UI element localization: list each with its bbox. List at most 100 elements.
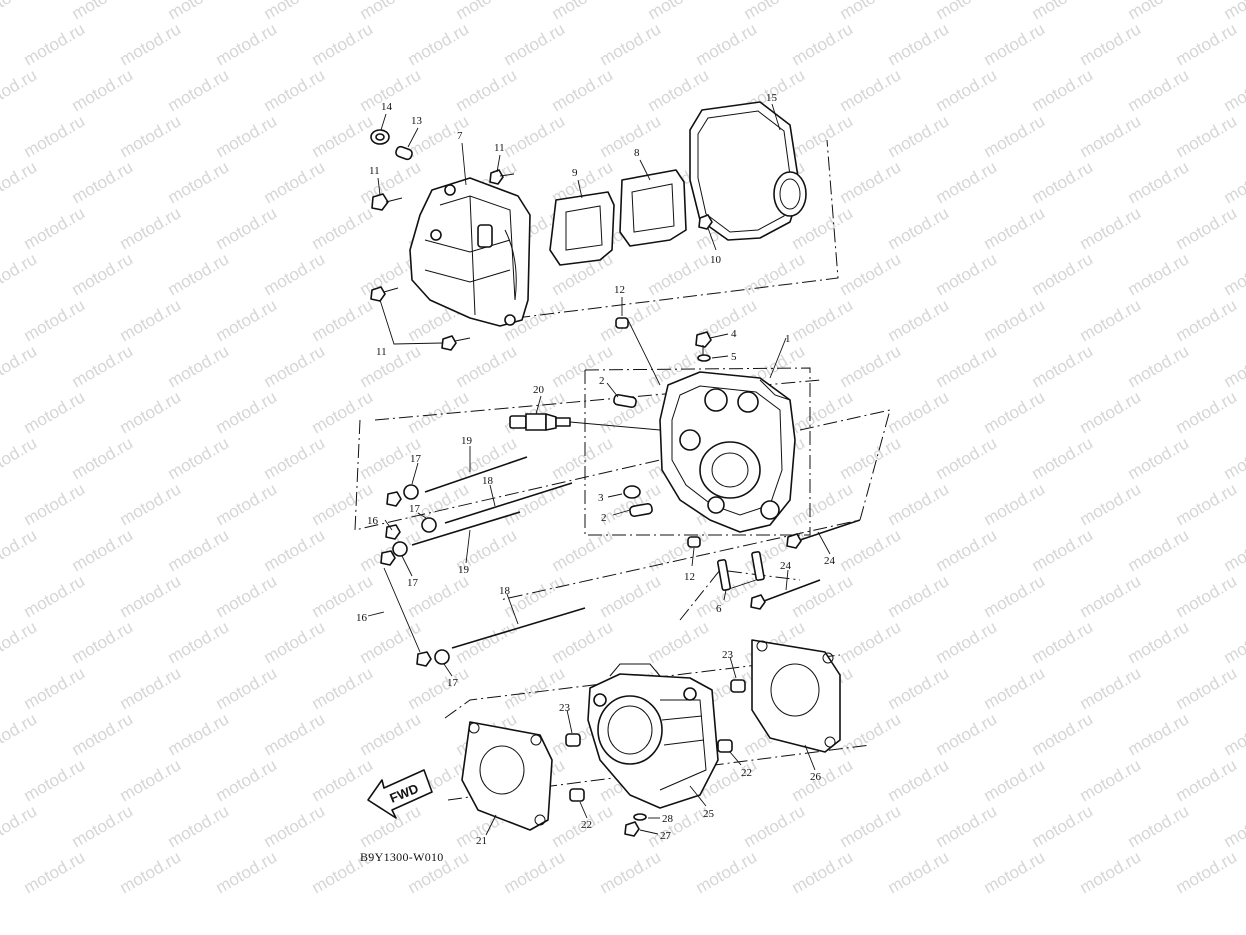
watermark-text: motod.ru — [165, 433, 233, 483]
watermark-text: motod.ru — [309, 755, 377, 805]
watermark-text: motod.ru — [453, 617, 521, 667]
watermark-text: motod.ru — [981, 111, 1049, 161]
watermark-text: motod.ru — [213, 387, 281, 437]
watermark-text: motod.ru — [885, 571, 953, 621]
watermark-text: motod.ru — [885, 387, 953, 437]
watermark-text: motod.ru — [981, 295, 1049, 345]
watermark-text: motod.ru — [789, 847, 857, 897]
watermark-text: motod.ru — [1125, 249, 1193, 299]
watermark-text: motod.ru — [789, 295, 857, 345]
watermark-text: motod.ru — [501, 111, 569, 161]
diagram-code: B9Y1300-W010 — [360, 850, 444, 864]
watermark-text: motod.ru — [69, 801, 137, 851]
watermark-text: motod.ru — [309, 387, 377, 437]
callout-18: 18 — [482, 475, 494, 487]
callout-17: 17 — [407, 577, 419, 589]
watermark-text: motod.ru — [1077, 19, 1145, 69]
watermark-text: motod.ru — [1125, 341, 1193, 391]
watermark-text: motod.ru — [69, 157, 137, 207]
watermark-text: motod.ru — [261, 617, 329, 667]
watermark-text: motod.ru — [1173, 847, 1241, 897]
watermark-text: motod.ru — [1029, 617, 1097, 667]
watermark-text: motod.ru — [309, 19, 377, 69]
watermark-text: motod.ru — [597, 847, 665, 897]
watermark-text: motod.ru — [933, 341, 1001, 391]
callout-11: 11 — [369, 165, 380, 177]
watermark-text: motod.ru — [21, 387, 89, 437]
watermark-text: motod.ru — [21, 571, 89, 621]
watermark-text: motod.ru — [21, 663, 89, 713]
watermark-text: motod.ru — [1173, 203, 1241, 253]
watermark-text: motod.ru — [309, 111, 377, 161]
callout-16: 16 — [356, 612, 368, 624]
watermark-text: motod.ru — [69, 617, 137, 667]
watermark-text: motod.ru — [645, 249, 713, 299]
watermark-text: motod.ru — [1221, 0, 1246, 23]
watermark-text: motod.ru — [885, 203, 953, 253]
watermark-text: motod.ru — [69, 709, 137, 759]
watermark-text: motod.ru — [789, 387, 857, 437]
watermark-text: motod.ru — [549, 65, 617, 115]
head-dowels — [613, 317, 701, 548]
watermark-text: motod.ru — [1125, 617, 1193, 667]
watermark-text: motod.ru — [165, 801, 233, 851]
watermark-text: motod.ru — [117, 479, 185, 529]
watermark-text: motod.ru — [837, 433, 905, 483]
watermark-text: motod.ru — [837, 65, 905, 115]
callout-23: 23 — [559, 702, 571, 714]
watermark-text: motod.ru — [501, 19, 569, 69]
spark-plug — [509, 413, 661, 431]
bolt-10 — [698, 214, 713, 230]
callout-17: 17 — [410, 453, 422, 465]
watermark-text: motod.ru — [0, 157, 40, 207]
callout-4: 4 — [731, 328, 737, 340]
watermark-text: motod.ru — [0, 617, 40, 667]
callout-24: 24 — [824, 555, 836, 567]
watermark-text: motod.ru — [789, 571, 857, 621]
callout-26: 26 — [810, 771, 822, 783]
head-gasket-26 — [751, 639, 841, 753]
callout-17: 17 — [447, 677, 459, 689]
watermark-text: motod.ru — [405, 663, 473, 713]
watermark-text: motod.ru — [645, 801, 713, 851]
watermark-text: motod.ru — [981, 847, 1049, 897]
callout-15: 15 — [766, 92, 778, 104]
watermark-text: motod.ru — [837, 709, 905, 759]
watermark-text: motod.ru — [597, 295, 665, 345]
cylinder-gasket-21 — [461, 721, 553, 831]
watermark-text: motod.ru — [0, 433, 40, 483]
watermark-text: motod.ru — [981, 755, 1049, 805]
cylinder-dowels — [565, 679, 746, 837]
callout-5: 5 — [731, 351, 737, 363]
watermark-text: motod.ru — [933, 65, 1001, 115]
watermark-text: motod.ru — [21, 479, 89, 529]
watermark-text: motod.ru — [837, 801, 905, 851]
leader-lines — [367, 103, 831, 836]
watermark-text: motod.ru — [213, 19, 281, 69]
watermark-text: motod.ru — [0, 0, 40, 23]
watermark-text: motod.ru — [1077, 847, 1145, 897]
watermark-text: motod.ru — [1077, 663, 1145, 713]
watermark-text: motod.ru — [1077, 203, 1145, 253]
watermark-text: motod.ru — [501, 663, 569, 713]
callout-19: 19 — [458, 564, 470, 576]
callout-12: 12 — [614, 284, 625, 296]
cylinder-head — [659, 371, 796, 533]
watermark-text: motod.ru — [645, 617, 713, 667]
watermark-text: motod.ru — [213, 295, 281, 345]
watermark-text: motod.ru — [789, 19, 857, 69]
watermark-text: motod.ru — [117, 387, 185, 437]
watermark-text: motod.ru — [1125, 801, 1193, 851]
watermark-text: motod.ru — [885, 111, 953, 161]
watermark-text: motod.ru — [261, 157, 329, 207]
callout-7: 7 — [457, 130, 463, 142]
watermark-text: motod.ru — [1173, 755, 1241, 805]
watermark-text: motod.ru — [1029, 157, 1097, 207]
watermark-text: motod.ru — [261, 525, 329, 575]
watermark-text: motod.ru — [1125, 709, 1193, 759]
callout-12: 12 — [684, 571, 695, 583]
watermark-text: motod.ru — [165, 617, 233, 667]
watermark-text: motod.ru — [21, 19, 89, 69]
watermark-text: motod.ru — [165, 341, 233, 391]
watermark-text: motod.ru — [405, 19, 473, 69]
